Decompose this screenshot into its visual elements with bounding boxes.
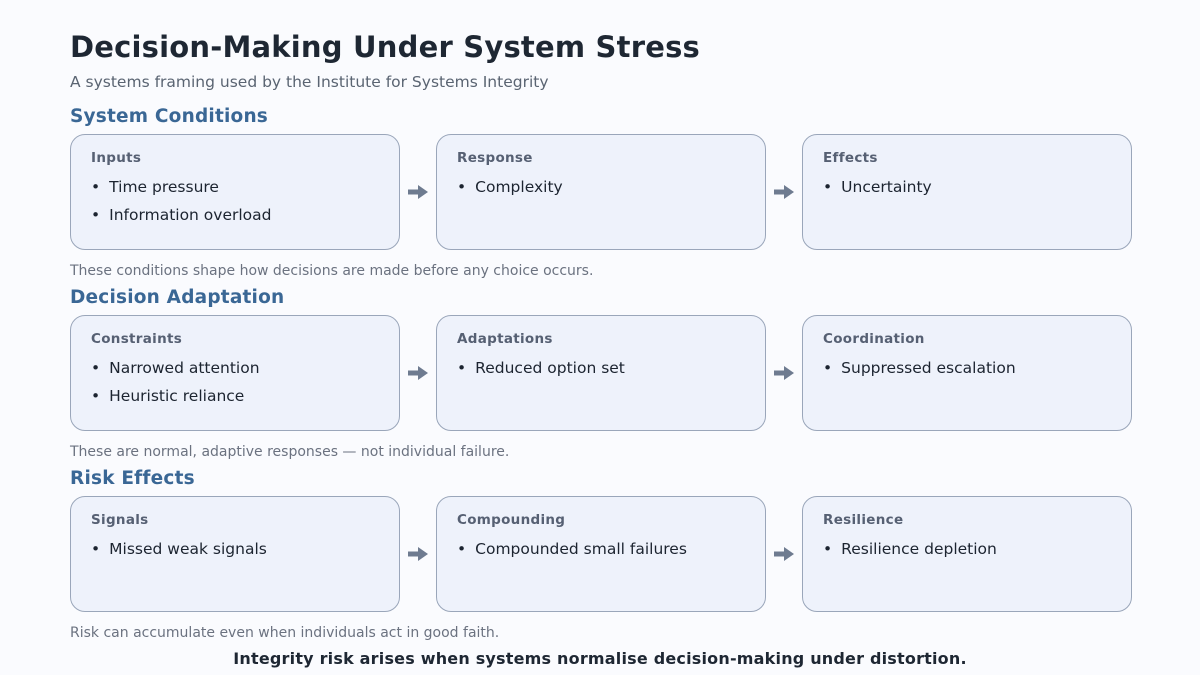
bullet-item: • Time pressure xyxy=(91,173,379,201)
arrow-right-icon xyxy=(774,185,794,199)
diagram-section: Decision Adaptation Constraints • Narrowe… xyxy=(70,287,1132,460)
flow-box: Adaptations • Reduced option set xyxy=(436,315,766,431)
box-label: Resilience xyxy=(823,512,904,528)
bullet-text: Uncertainty xyxy=(841,178,932,196)
flow-box: Inputs • Time pressure • Information overlo… xyxy=(70,134,400,250)
box-items: • Narrowed attention • Heuristic reliance xyxy=(91,354,379,410)
section-heading: System Conditions xyxy=(70,106,269,127)
box-items: • Missed weak signals xyxy=(91,535,379,563)
section-heading: Risk Effects xyxy=(70,468,195,489)
bullet-icon: • xyxy=(91,540,101,558)
bullet-icon: • xyxy=(823,359,833,377)
box-label: Adaptations xyxy=(457,331,553,347)
arrow-cell xyxy=(400,496,436,612)
box-label: Effects xyxy=(823,150,878,166)
box-label: Response xyxy=(457,150,533,166)
arrow-right-icon xyxy=(408,366,428,380)
bullet-text: Time pressure xyxy=(109,178,219,196)
bullet-icon: • xyxy=(457,178,467,196)
section-caption: Risk can accumulate even when individual… xyxy=(70,625,500,641)
flow-box: Constraints • Narrowed attention • Heuristi… xyxy=(70,315,400,431)
sections: System Conditions Inputs •Time pressure•… xyxy=(70,106,1132,641)
flow-box: Signals • Missed weak signals xyxy=(70,496,400,612)
box-items: • Time pressure • Information overload xyxy=(91,173,379,229)
box-items: • Compounded small failures xyxy=(457,535,745,563)
arrow-right-icon xyxy=(408,185,428,199)
arrow-cell xyxy=(766,315,802,431)
flow-box: Resilience • Resilience depletion xyxy=(802,496,1132,612)
flow-box: Coordination • Suppressed escalation xyxy=(802,315,1132,431)
arrow-right-icon xyxy=(408,547,428,561)
bullet-icon: • xyxy=(823,178,833,196)
bullet-item: • Resilience depletion xyxy=(823,535,1111,563)
bullet-icon: • xyxy=(457,540,467,558)
bullet-icon: • xyxy=(91,387,101,405)
section-heading: Decision Adaptation xyxy=(70,287,285,308)
box-row: Constraints • Narrowed attention • Heuristi… xyxy=(70,315,1132,431)
bullet-item: • Information overload xyxy=(91,201,379,229)
bullet-text: Resilience depletion xyxy=(841,540,997,558)
box-label: Coordination xyxy=(823,331,925,347)
section-caption: These conditions shape how decisions are… xyxy=(70,263,594,279)
bullet-icon: • xyxy=(91,178,101,196)
page-subtitle: A systems framing used by the Institute … xyxy=(70,73,549,91)
bullet-item: • Compounded small failures xyxy=(457,535,745,563)
bullet-text: Narrowed attention xyxy=(109,359,260,377)
arrow-cell xyxy=(766,496,802,612)
box-label: Signals xyxy=(91,512,149,528)
box-row: Signals • Missed weak signals Compounding… xyxy=(70,496,1132,612)
bullet-item: • Heuristic reliance xyxy=(91,382,379,410)
box-label: Inputs xyxy=(91,150,142,166)
bullet-icon: • xyxy=(823,540,833,558)
box-items: • Complexity xyxy=(457,173,745,201)
bullet-text: Suppressed escalation xyxy=(841,359,1016,377)
bullet-item: • Narrowed attention xyxy=(91,354,379,382)
page-title: Decision-Making Under System Stress xyxy=(70,30,700,64)
bullet-icon: • xyxy=(457,359,467,377)
flow-box: Effects • Uncertainty xyxy=(802,134,1132,250)
bullet-text: Missed weak signals xyxy=(109,540,267,558)
box-items: • Suppressed escalation xyxy=(823,354,1111,382)
box-items: • Resilience depletion xyxy=(823,535,1111,563)
bullet-item: • Complexity xyxy=(457,173,745,201)
bullet-text: Information overload xyxy=(109,206,272,224)
bullet-item: • Missed weak signals xyxy=(91,535,379,563)
box-label: Compounding xyxy=(457,512,566,528)
bullet-item: • Uncertainty xyxy=(823,173,1111,201)
bullet-icon: • xyxy=(91,359,101,377)
bullet-item: • Reduced option set xyxy=(457,354,745,382)
arrow-right-icon xyxy=(774,366,794,380)
bullet-icon: • xyxy=(91,206,101,224)
arrow-cell xyxy=(400,315,436,431)
bullet-text: Reduced option set xyxy=(475,359,625,377)
flow-box: Response • Complexity xyxy=(436,134,766,250)
footer-statement: Integrity risk arises when systems norma… xyxy=(233,649,967,668)
arrow-cell xyxy=(400,134,436,250)
arrow-cell xyxy=(766,134,802,250)
box-label: Constraints xyxy=(91,331,183,347)
flow-box: Compounding • Compounded small failures xyxy=(436,496,766,612)
arrow-right-icon xyxy=(774,547,794,561)
bullet-text: Compounded small failures xyxy=(475,540,687,558)
bullet-text: Heuristic reliance xyxy=(109,387,245,405)
bullet-text: Complexity xyxy=(475,178,563,196)
diagram-section: System Conditions Inputs •Time pressure•… xyxy=(70,106,1132,279)
box-row: Inputs • Time pressure • Information overlo… xyxy=(70,134,1132,250)
diagram-section: Risk Effects Signals • Missed weak signal… xyxy=(70,468,1132,641)
box-items: • Reduced option set xyxy=(457,354,745,382)
section-caption: These are normal, adaptive responses — n… xyxy=(70,444,510,460)
box-items: • Uncertainty xyxy=(823,173,1111,201)
bullet-item: • Suppressed escalation xyxy=(823,354,1111,382)
